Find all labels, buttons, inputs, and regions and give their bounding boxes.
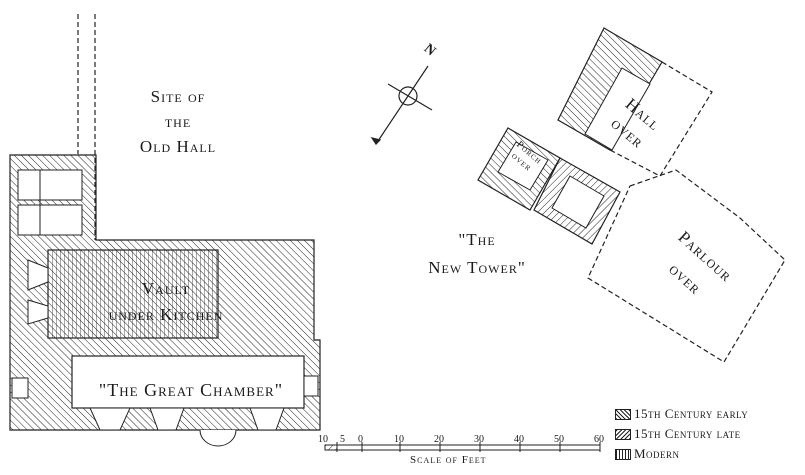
east-block (477, 27, 786, 363)
scale-tick-label: 30 (474, 434, 484, 445)
scale-tick-label: 10 (394, 434, 404, 445)
scale-tick-label: 10 (318, 434, 328, 445)
hatch-modern-swatch (615, 448, 631, 460)
legend-label: 15th Century late (634, 426, 741, 441)
site-of-old-hall-label: Site of the Old Hall (118, 84, 238, 159)
scale-tick-label: 0 (358, 434, 363, 445)
site-line-2: the (164, 112, 192, 131)
scale-bar (324, 442, 601, 452)
scale-tick-label: 40 (514, 434, 524, 445)
vault-line-2: under Kitchen (108, 305, 224, 324)
west-range (9, 154, 321, 447)
hatch-late-swatch (615, 428, 631, 440)
scale-title: Scale of Feet (410, 454, 487, 466)
legend: 15th Century early 15th Century late Mod… (615, 404, 748, 464)
scale-tick-label: 50 (554, 434, 564, 445)
legend-item: Modern (615, 444, 748, 464)
scale-tick-label: 5 (340, 434, 345, 445)
hatch-early-swatch (615, 408, 631, 420)
legend-item: 15th Century early (615, 404, 748, 424)
scale-tick-label: 20 (434, 434, 444, 445)
new-tower-line-2: New Tower" (428, 258, 526, 277)
new-tower-line-1: "The (458, 230, 496, 249)
great-chamber-label: "The Great Chamber" (98, 380, 284, 400)
site-line-3: Old Hall (139, 137, 217, 156)
north-arrow (370, 65, 433, 145)
vault-label: Vault under Kitchen (86, 276, 246, 328)
site-line-1: Site of (150, 87, 206, 106)
vault-line-1: Vault (141, 279, 191, 298)
new-tower-label: "The New Tower" (402, 226, 552, 282)
legend-label: 15th Century early (634, 406, 749, 421)
scale-tick-label: 60 (594, 434, 604, 445)
legend-item: 15th Century late (615, 424, 748, 444)
legend-label: Modern (634, 446, 680, 461)
